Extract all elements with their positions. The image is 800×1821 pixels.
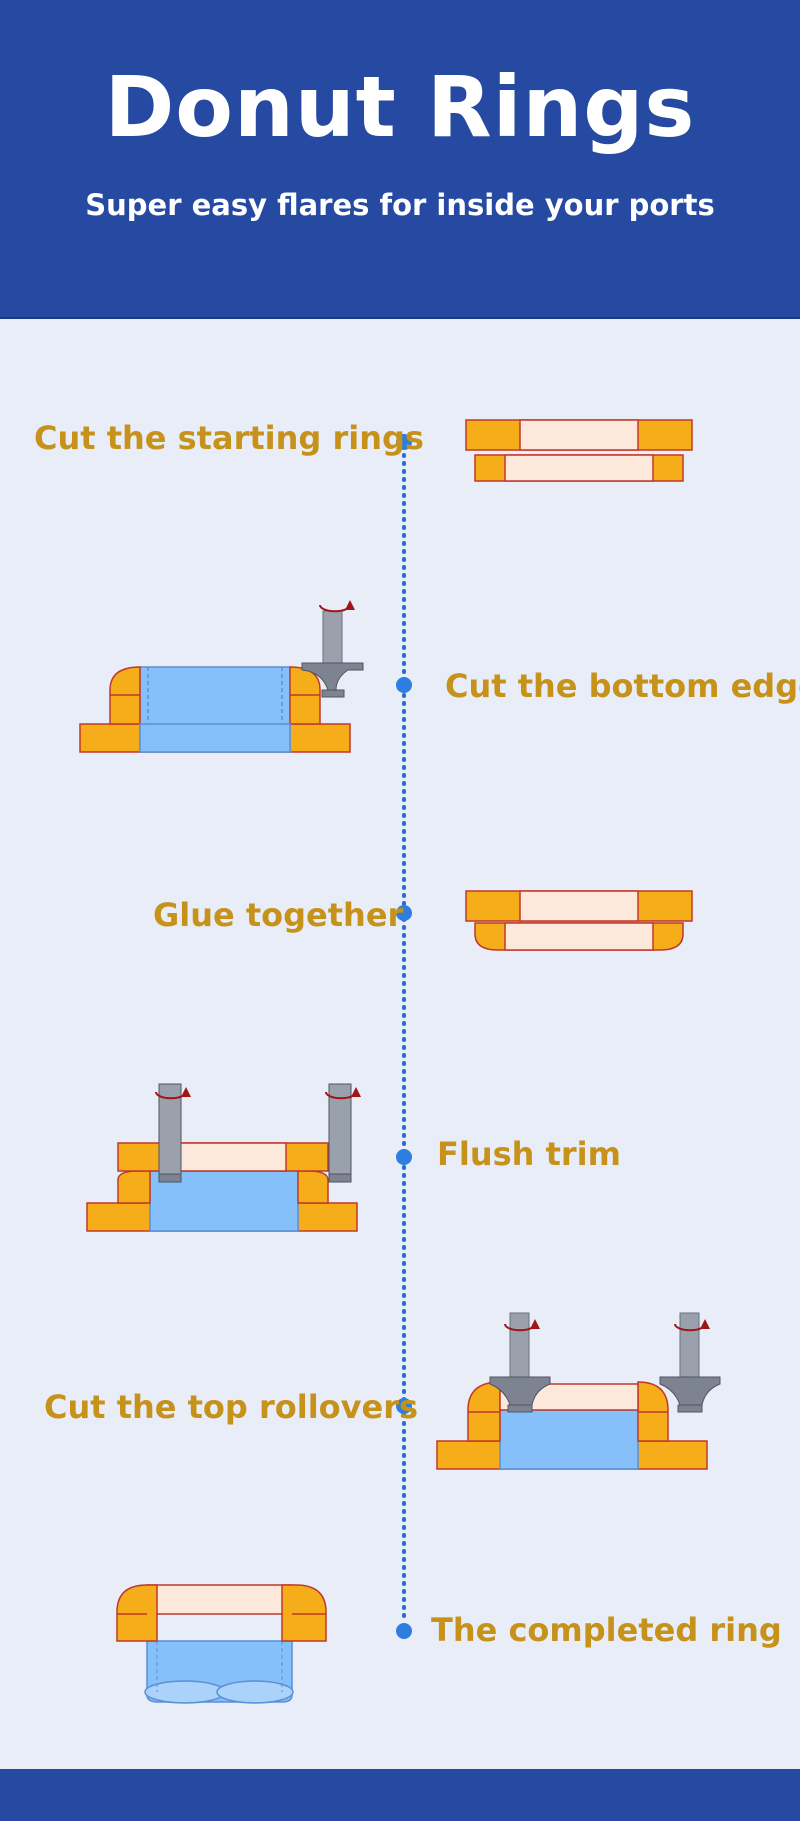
timeline-dot (396, 434, 412, 450)
router-bit-icon (659, 1312, 721, 1413)
timeline-dot (396, 677, 412, 693)
router-bit-icon (489, 1312, 551, 1413)
step-label-cut-starting-rings: Cut the starting rings (34, 419, 424, 457)
step-label-cut-top-rollovers: Cut the top rollovers (44, 1388, 419, 1426)
timeline-dot (396, 1398, 412, 1414)
top-rollovers-illustration (436, 1381, 708, 1470)
step-label-completed-ring: The completed ring (431, 1611, 782, 1649)
timeline-dot (396, 905, 412, 921)
page-title: Donut Rings (104, 58, 696, 156)
starting-rings-illustration (465, 419, 693, 482)
step-label-glue-together: Glue together (153, 896, 404, 934)
flush-trim-bit-icon (155, 1083, 191, 1183)
router-bit-icon (301, 600, 364, 698)
header-banner: Donut Rings Super easy flares for inside… (0, 0, 800, 319)
bottom-edges-illustration (79, 666, 351, 753)
flush-trim-bit-icon (325, 1083, 361, 1183)
flush-trim-illustration (86, 1142, 358, 1232)
footer-bar (0, 1769, 800, 1821)
step-label-cut-bottom-edges: Cut the bottom edges (445, 667, 800, 705)
completed-ring-illustration (116, 1584, 327, 1704)
page-subtitle: Super easy flares for inside your ports (85, 188, 715, 222)
glued-rings-illustration (465, 890, 693, 951)
step-label-flush-trim: Flush trim (437, 1135, 621, 1173)
timeline-dot (396, 1149, 412, 1165)
timeline-dot (396, 1623, 412, 1639)
